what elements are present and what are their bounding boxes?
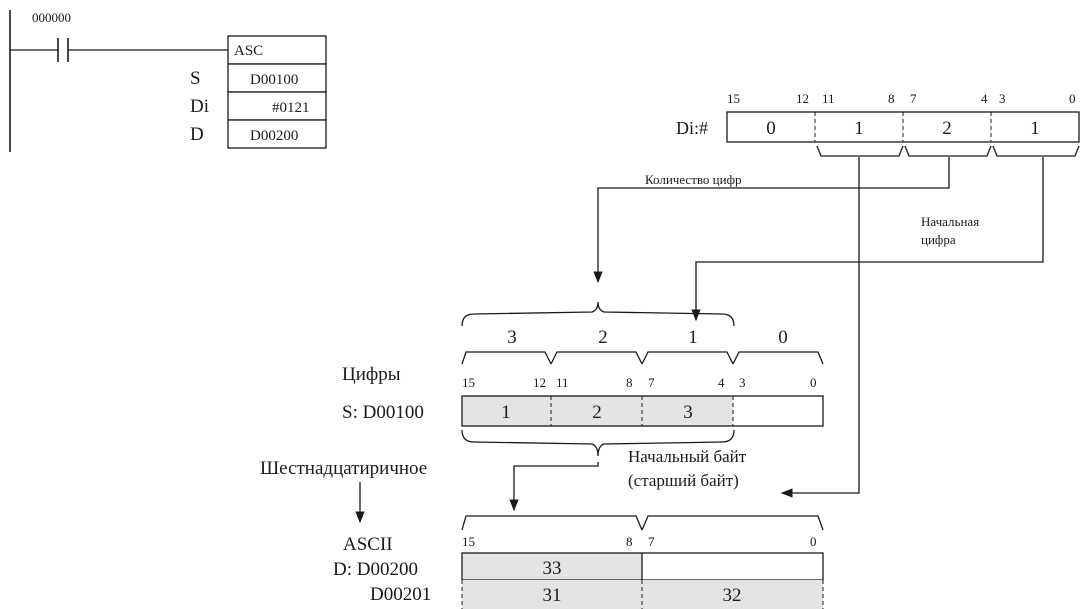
di-brace-digit1 — [904, 145, 992, 157]
di-bit-11: 11 — [822, 91, 835, 106]
operand-value-s: D00100 — [250, 72, 298, 88]
dest-row2-label: D00201 — [370, 584, 431, 605]
di-bit-0: 0 — [1069, 91, 1076, 106]
s-bit-7: 7 — [648, 375, 655, 390]
operand-name-d: D — [190, 124, 204, 145]
di-bit-12: 12 — [796, 91, 809, 106]
digit-count-label: Количество цифр — [645, 172, 742, 187]
start-byte-label-line1: Начальный байт — [628, 447, 747, 466]
s-bit-12: 12 — [533, 375, 546, 390]
contact-address: 000000 — [32, 10, 71, 25]
start-digit-label-line2: цифра — [921, 232, 956, 247]
d-bit-8: 8 — [626, 534, 633, 549]
s-bit-0: 0 — [810, 375, 817, 390]
start-digit-arrow — [691, 157, 1044, 322]
di-brace-digit0 — [992, 145, 1080, 157]
dest-row2-upper: 31 — [543, 585, 562, 606]
operand-value-d: D00200 — [250, 128, 298, 144]
dest-row1-upper: 33 — [543, 558, 562, 579]
destination-register: Шестнадцатиричное ASCII 15 8 7 0 D: D002… — [260, 458, 824, 609]
flow-arrows: Количество цифр Начальная цифра Начальны… — [355, 157, 1044, 524]
operand-name-di: Di — [190, 96, 209, 117]
dest-row1-upper-fill — [462, 553, 642, 580]
di-bit-3: 3 — [999, 91, 1006, 106]
operand-box-d — [227, 119, 327, 149]
di-bit-8: 8 — [888, 91, 895, 106]
operand-box-di — [227, 91, 327, 121]
d-bit-15: 15 — [462, 534, 475, 549]
di-digit-0: 1 — [1030, 118, 1040, 139]
s-bit-11: 11 — [556, 375, 569, 390]
lower-byte-brace — [641, 515, 824, 531]
digit-number-2: 2 — [598, 327, 608, 348]
source-used-area — [462, 396, 733, 426]
di-register: Di:# 15 12 11 8 7 4 3 0 0 1 2 1 — [676, 91, 1080, 157]
digit-number-3: 3 — [507, 327, 517, 348]
source-digit-3: 1 — [501, 402, 511, 423]
operand-value-di: #0121 — [272, 100, 310, 116]
s-bit-4: 4 — [718, 375, 725, 390]
s-bit-8: 8 — [626, 375, 633, 390]
digit-brace-2 — [550, 351, 643, 365]
conversion-arrow — [509, 462, 599, 512]
d-bit-7: 7 — [648, 534, 655, 549]
di-digit-3: 0 — [766, 118, 776, 139]
d-bit-0: 0 — [810, 534, 817, 549]
selected-digits-bottom-brace — [461, 429, 735, 457]
digit-count-arrow — [593, 157, 950, 284]
digit-brace-1 — [641, 351, 734, 365]
instruction-name: ASC — [234, 43, 263, 59]
ladder-rung: 000000 ASC S Di D D00100 #0121 D00200 — [9, 10, 327, 152]
di-brace-digit2 — [816, 145, 904, 157]
source-digit-1: 3 — [683, 402, 693, 423]
source-label: S: D00100 — [342, 402, 424, 423]
digit-brace-0 — [732, 351, 824, 365]
source-digit-2: 2 — [592, 402, 602, 423]
hex-label: Шестнадцатиричное — [260, 458, 427, 479]
digit-number-0: 0 — [778, 327, 788, 348]
instruction-box — [227, 35, 327, 65]
digits-label: Цифры — [342, 364, 401, 385]
di-digit-2: 1 — [854, 118, 864, 139]
s-bit-3: 3 — [739, 375, 746, 390]
di-bit-7: 7 — [910, 91, 917, 106]
dest-row2-lower: 32 — [723, 585, 742, 606]
source-register: 3 2 1 0 Цифры 15 12 11 8 7 4 3 0 S: D001… — [342, 301, 824, 457]
di-bit-15: 15 — [727, 91, 740, 106]
selected-digits-brace — [461, 301, 735, 327]
upper-byte-brace — [461, 515, 643, 531]
di-bit-4: 4 — [981, 91, 988, 106]
start-byte-label-line2: (старший байт) — [628, 471, 739, 490]
digit-brace-3 — [461, 351, 552, 365]
start-digit-label-line1: Начальная — [921, 214, 979, 229]
ascii-label: ASCII — [343, 534, 393, 555]
start-byte-arrow — [780, 157, 860, 498]
dest-row1-label: D: D00200 — [333, 559, 418, 580]
digit-number-1: 1 — [688, 327, 698, 348]
di-register-label: Di:# — [676, 118, 708, 138]
operand-name-s: S — [190, 68, 201, 89]
s-bit-15: 15 — [462, 375, 475, 390]
di-digit-1: 2 — [942, 118, 952, 139]
